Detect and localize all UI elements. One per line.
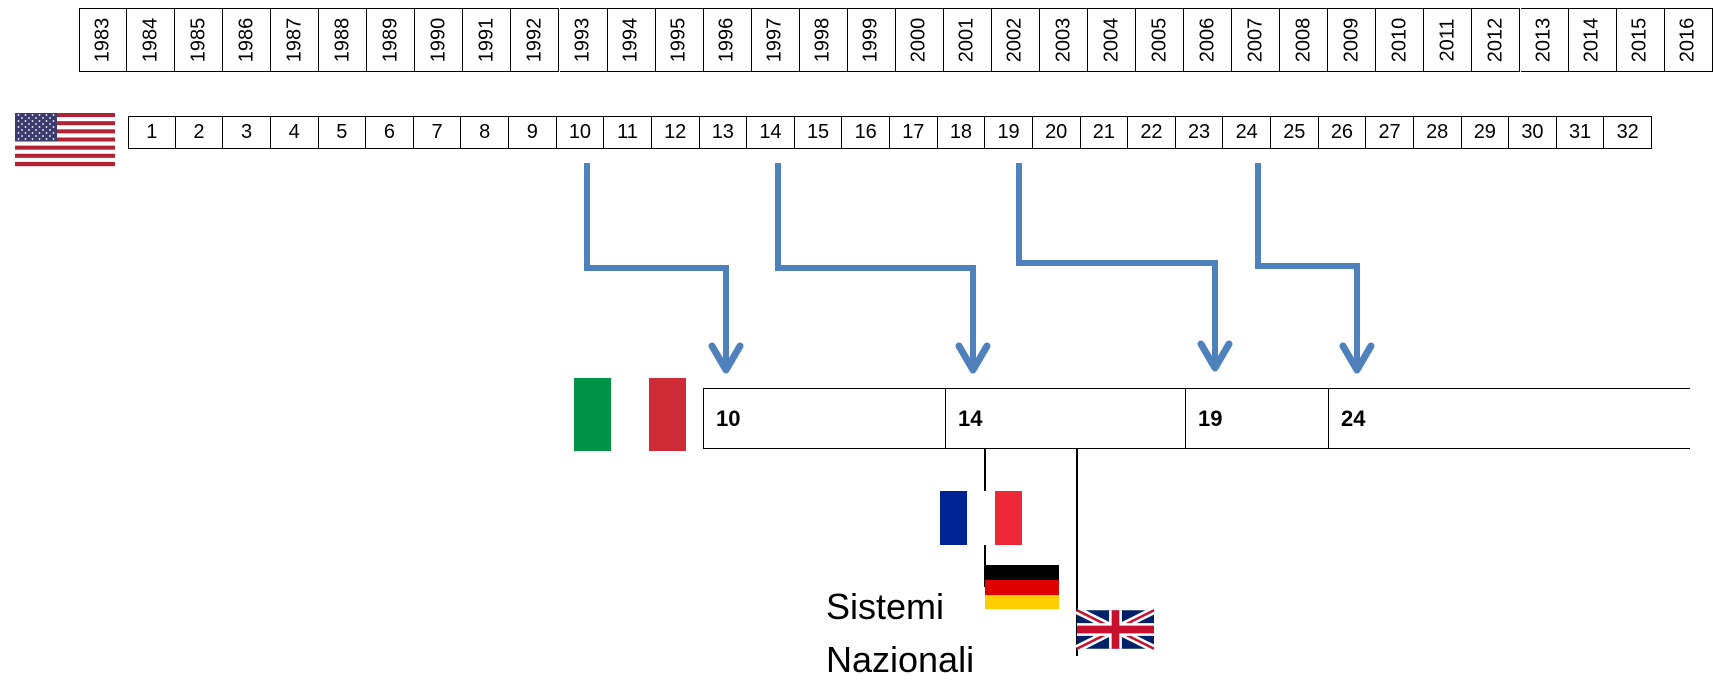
- us-number-cell: 21: [1080, 116, 1129, 149]
- year-cell: 2001: [943, 8, 992, 72]
- year-cell: 2012: [1472, 8, 1521, 72]
- us-number-cell: 18: [937, 116, 986, 149]
- year-cell: 2005: [1136, 8, 1185, 72]
- italy-cell-label: 10: [716, 405, 741, 431]
- year-cell: 2004: [1088, 8, 1137, 72]
- us-number-cell: 17: [890, 116, 938, 149]
- us-number-cell: 4: [270, 116, 319, 149]
- us-number-cell: 6: [366, 116, 414, 149]
- year-cell: 1985: [175, 8, 224, 72]
- us-number-cell: 12: [651, 116, 700, 149]
- us-number-cell: 28: [1413, 116, 1462, 149]
- us-number-cell: 25: [1271, 116, 1319, 149]
- us-number-cell: 24: [1223, 116, 1271, 149]
- us-number-cell: 10: [556, 116, 605, 149]
- year-cell: 2016: [1664, 8, 1713, 72]
- arrows-layer: [584, 163, 1375, 656]
- us-number-cell: 13: [699, 116, 748, 149]
- italy-cell: 14: [945, 388, 1185, 449]
- year-cell: 1988: [319, 8, 368, 72]
- arrow-24: [1255, 163, 1360, 364]
- year-cell: 1983: [79, 8, 128, 72]
- year-cell: 2002: [991, 8, 1040, 72]
- year-cell: 2015: [1616, 8, 1665, 72]
- us-flag-icon: [15, 113, 115, 167]
- us-number-cell: 26: [1318, 116, 1367, 149]
- us-number-cell: 11: [604, 116, 652, 149]
- us-number-cell: 7: [413, 116, 462, 149]
- year-cell: 1997: [751, 8, 800, 72]
- arrowhead-19: [1197, 340, 1233, 372]
- year-cell: 1990: [415, 8, 464, 72]
- year-cell: 2003: [1040, 8, 1089, 72]
- arrowhead-14: [955, 342, 991, 374]
- arrow-14: [775, 163, 976, 364]
- caption-line-1: Sistemi: [826, 586, 945, 627]
- year-cell: 2008: [1280, 8, 1329, 72]
- year-cell: 1986: [223, 8, 272, 72]
- us-number-cell: 15: [794, 116, 843, 149]
- us-number-cell: 16: [842, 116, 890, 149]
- us-number-cell: 8: [461, 116, 509, 149]
- us-number-cell: 27: [1366, 116, 1414, 149]
- national-systems-caption: Sistemi Nazionali: [826, 580, 974, 686]
- arrowhead-10: [708, 342, 744, 374]
- italy-cell: 24: [1328, 388, 1690, 449]
- year-cell: 1991: [463, 8, 512, 72]
- us-number-cell: 5: [318, 116, 367, 149]
- year-cell: 2009: [1328, 8, 1377, 72]
- year-cell: 2014: [1568, 8, 1617, 72]
- us-number-cell: 31: [1556, 116, 1605, 149]
- year-cell: 1993: [559, 8, 608, 72]
- year-cell: 2010: [1376, 8, 1425, 72]
- us-number-cell: 22: [1128, 116, 1176, 149]
- year-cell: 1995: [655, 8, 704, 72]
- year-cell: 1994: [607, 8, 656, 72]
- germany-flag-icon: [985, 565, 1059, 609]
- year-cell: 2007: [1232, 8, 1281, 72]
- year-cell: 1996: [703, 8, 752, 72]
- year-cell: 2013: [1520, 8, 1569, 72]
- year-cell: 1989: [367, 8, 416, 72]
- us-number-cell: 9: [509, 116, 557, 149]
- year-cell: 2011: [1424, 8, 1473, 72]
- us-number-cell: 1: [128, 116, 176, 149]
- us-number-cell: 32: [1604, 116, 1652, 149]
- italy-cell-label: 14: [958, 405, 983, 431]
- year-cell: 2006: [1184, 8, 1233, 72]
- arrow-10: [584, 163, 729, 364]
- us-number-cell: 30: [1509, 116, 1557, 149]
- us-number-cell: 2: [175, 116, 224, 149]
- us-number-cell: 19: [985, 116, 1033, 149]
- year-cell: 1999: [847, 8, 896, 72]
- year-cell: 1987: [271, 8, 320, 72]
- caption-line-2: Nazionali: [826, 639, 975, 680]
- us-number-cell: 29: [1461, 116, 1510, 149]
- arrowhead-24: [1339, 342, 1375, 374]
- us-number-cell: 3: [223, 116, 271, 149]
- italy-flag-icon: [574, 378, 686, 451]
- us-number-cell: 23: [1175, 116, 1224, 149]
- italy-cell-label: 19: [1198, 405, 1223, 431]
- year-cell: 1992: [511, 8, 560, 72]
- us-number-cell: 14: [747, 116, 795, 149]
- italy-cell: 10: [703, 388, 945, 449]
- arrow-19: [1016, 163, 1218, 362]
- year-cell: 1984: [127, 8, 176, 72]
- italy-cell-label: 24: [1341, 405, 1366, 431]
- us-number-cell: 20: [1032, 116, 1081, 149]
- year-cell: 1998: [799, 8, 848, 72]
- uk-flag-icon: [1075, 606, 1156, 653]
- year-cell: 2000: [895, 8, 944, 72]
- italy-cell: 19: [1185, 388, 1328, 449]
- france-flag-icon: [940, 491, 1022, 545]
